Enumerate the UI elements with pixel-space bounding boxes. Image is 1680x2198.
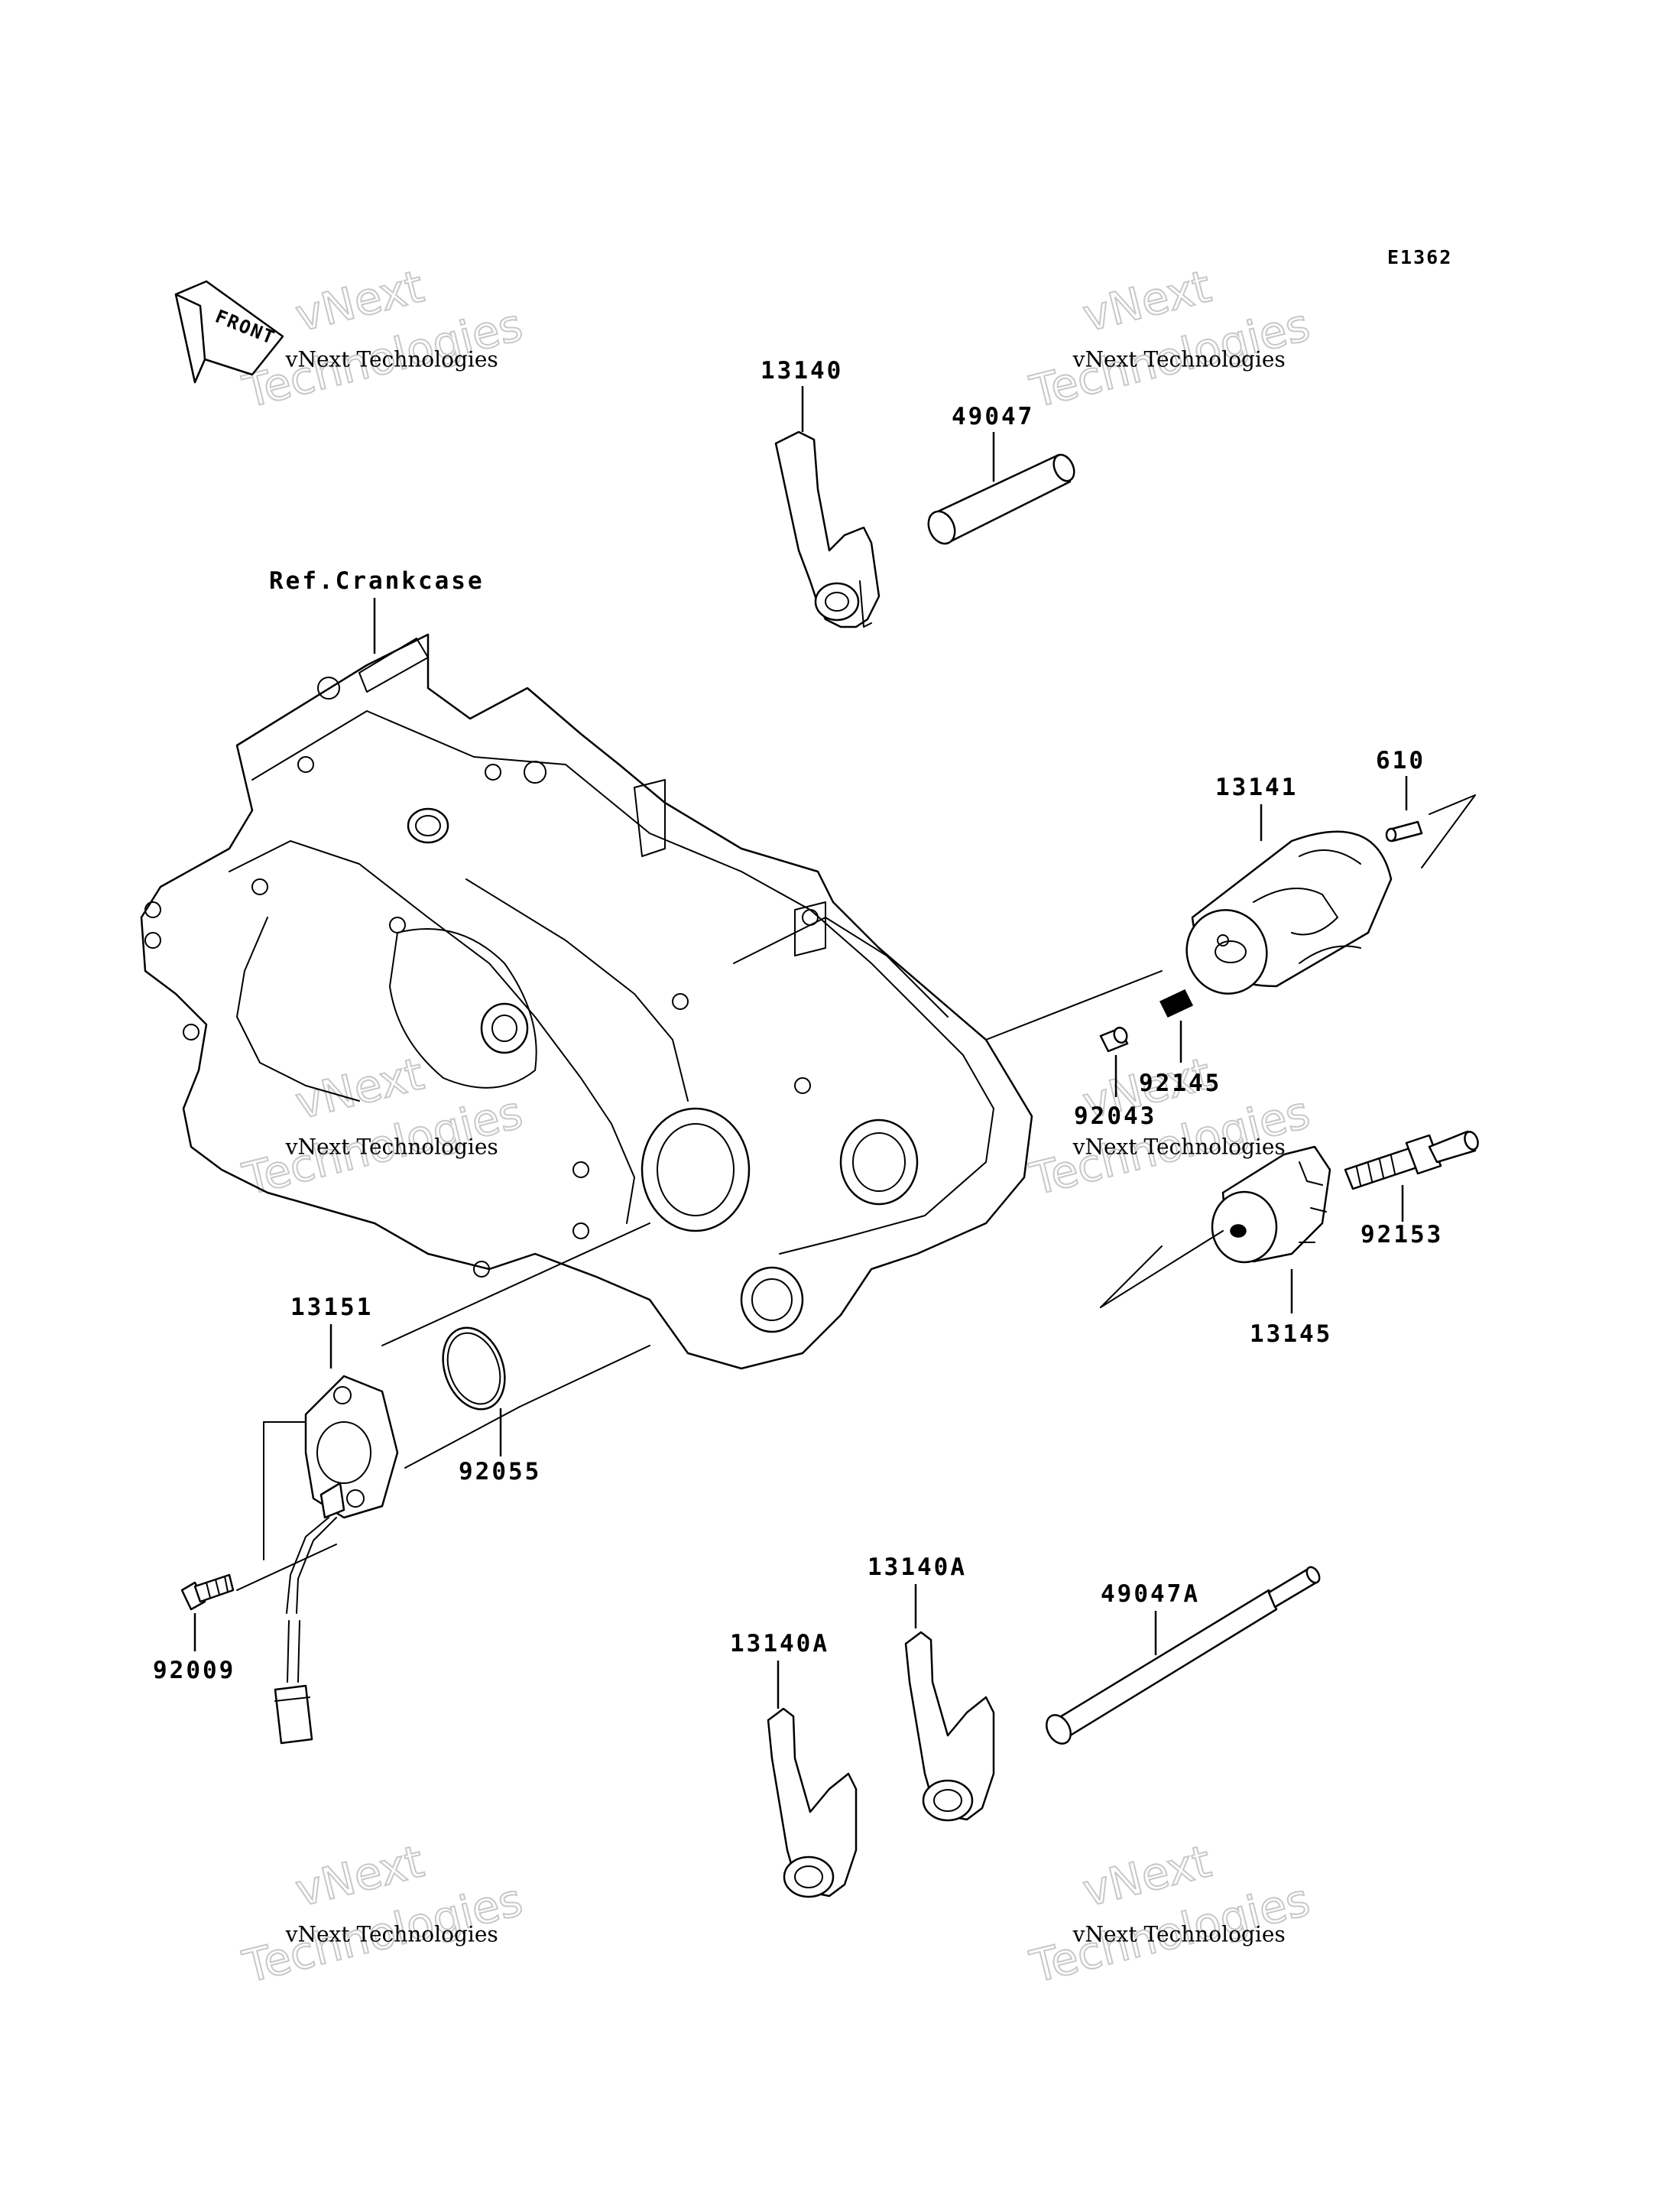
drum-cam-13145 — [1211, 1145, 1331, 1264]
shift-fork-13140A-right — [904, 1631, 995, 1822]
svg-text:vNext Technologies: vNext Technologies — [1072, 347, 1286, 372]
svg-text:vNext Technologies: vNext Technologies — [285, 1922, 498, 1947]
shift-drum-13141 — [1185, 830, 1393, 995]
shift-fork-13140 — [774, 430, 881, 628]
crankcase — [140, 633, 1033, 1370]
label-92055: 92055 — [459, 1458, 541, 1485]
label-13140A-left: 13140A — [730, 1630, 829, 1657]
shaft-49047A — [1046, 1566, 1321, 1745]
svg-text:vNext Technologies: vNext Technologies — [285, 1135, 498, 1160]
label-92043: 92043 — [1074, 1102, 1156, 1130]
pin-92043 — [1099, 1026, 1129, 1053]
shaft-49047 — [927, 453, 1075, 545]
label-13145: 13145 — [1250, 1320, 1332, 1348]
ref-crankcase-label: Ref.Crankcase — [269, 567, 485, 595]
drum-axis-line — [985, 970, 1163, 1041]
shift-fork-13140A-left — [767, 1707, 858, 1898]
label-92145: 92145 — [1139, 1070, 1221, 1097]
bolt-92153 — [1344, 1130, 1479, 1190]
label-92009: 92009 — [153, 1657, 235, 1684]
label-13151: 13151 — [290, 1294, 373, 1321]
svg-text:vNext Technologies: vNext Technologies — [1072, 1135, 1286, 1160]
label-13141: 13141 — [1215, 774, 1298, 801]
screw-92009 — [180, 1544, 337, 1611]
label-13140A-right: 13140A — [868, 1554, 967, 1581]
watermark-bottom-left: vNext Technologies vNext Technologies — [237, 1834, 528, 1994]
label-49047A: 49047A — [1101, 1580, 1200, 1608]
spring-92145 — [1159, 989, 1194, 1018]
gear-position-sensor-13151 — [274, 1375, 399, 1745]
svg-text:vNext Technologies: vNext Technologies — [1072, 1922, 1286, 1947]
label-49047: 49047 — [952, 403, 1034, 430]
label-92153: 92153 — [1361, 1221, 1443, 1248]
diagram-code: E1362 — [1387, 246, 1452, 268]
watermark-bottom-right: vNext Technologies vNext Technologies — [1024, 1834, 1315, 1994]
pin-610 — [1385, 820, 1423, 843]
watermark-mid-left: vNext Technologies vNext Technologies — [237, 1047, 528, 1206]
front-arrow-icon: FRONT — [174, 280, 284, 384]
label-610: 610 — [1376, 747, 1425, 774]
watermark-top-right: vNext Technologies vNext Technologies — [1024, 259, 1315, 419]
o-ring-92055 — [442, 1326, 506, 1411]
svg-text:vNext Technologies: vNext Technologies — [285, 347, 498, 372]
label-13140: 13140 — [761, 357, 843, 385]
